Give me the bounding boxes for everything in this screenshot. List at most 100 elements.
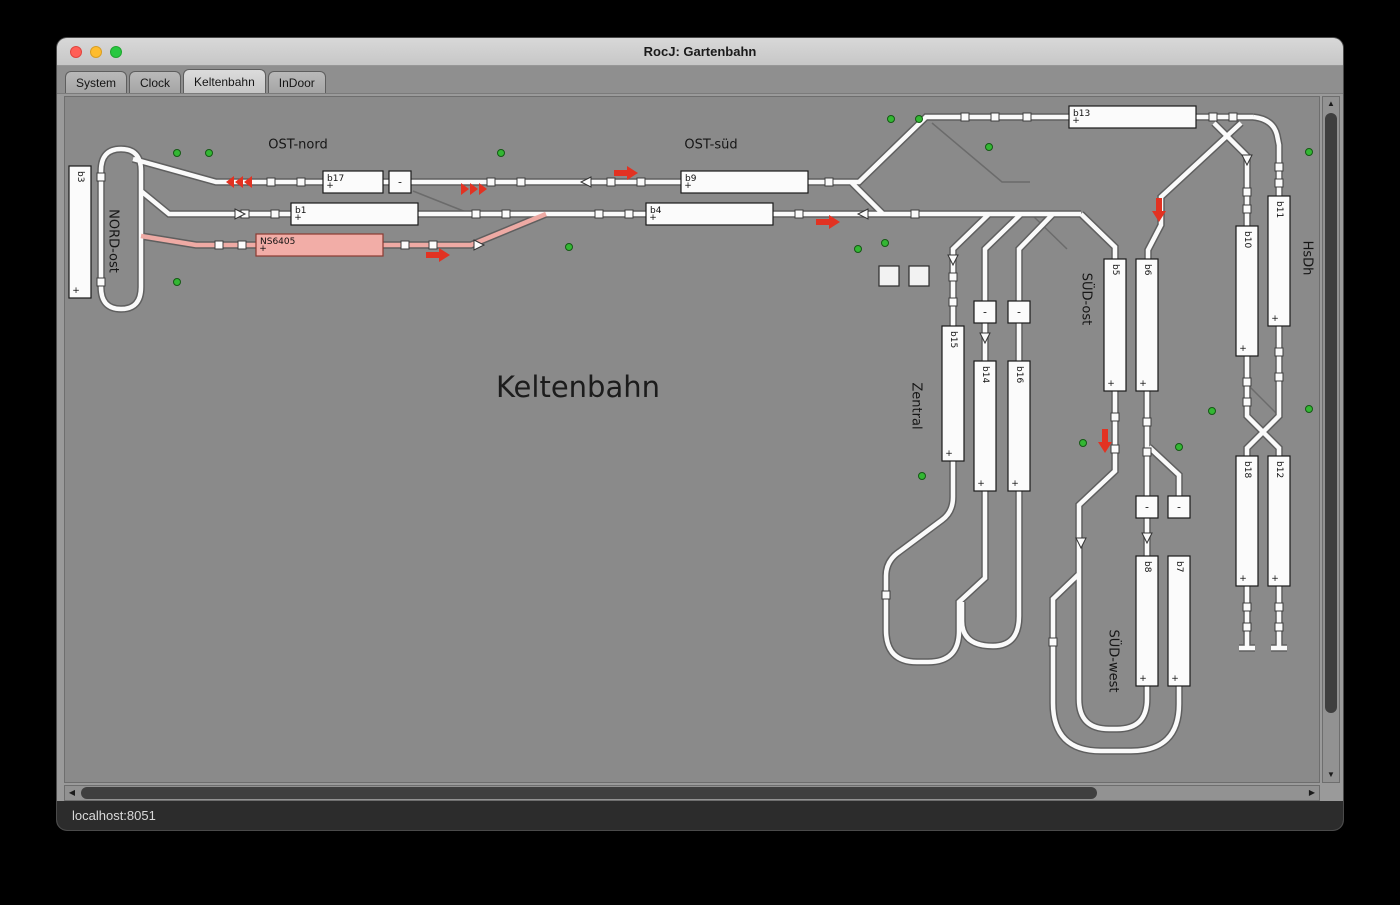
scroll-up-icon[interactable]: ▲ — [1327, 99, 1335, 108]
scroll-down-icon[interactable]: ▼ — [1327, 770, 1335, 779]
vertical-scrollbar[interactable]: ▲ ▼ — [1322, 96, 1340, 783]
plan-title: Keltenbahn — [496, 370, 660, 404]
sensor-dot[interactable] — [1305, 405, 1313, 413]
block-label: b8 — [1142, 561, 1152, 573]
block-b16[interactable]: b16+ — [1007, 360, 1031, 492]
minus-box[interactable]: - — [388, 170, 412, 194]
block-b9[interactable]: b9+ — [680, 170, 809, 194]
signal-arrow-icon[interactable] — [1098, 429, 1112, 453]
sensor-dot[interactable] — [915, 115, 923, 123]
signal-chevron-icon[interactable] — [244, 176, 252, 188]
block-b14[interactable]: b14+ — [973, 360, 997, 492]
sensor-dot[interactable] — [918, 472, 926, 480]
block-label: b1 — [295, 206, 306, 216]
block-plus: + — [326, 181, 334, 191]
switch-arrow-icon[interactable] — [947, 254, 959, 267]
block-b18[interactable]: b18+ — [1235, 455, 1259, 587]
signal-chevron-icon[interactable] — [226, 176, 234, 188]
minus-box[interactable]: - — [1007, 300, 1031, 324]
block-label: b11 — [1274, 201, 1284, 218]
sensor-dot[interactable] — [173, 278, 181, 286]
block-b10[interactable]: b10+ — [1235, 225, 1259, 357]
sensor-dot[interactable] — [1175, 443, 1183, 451]
minus-box[interactable]: - — [1167, 495, 1191, 519]
vertical-scroll-thumb[interactable] — [1325, 113, 1337, 713]
horizontal-scrollbar[interactable]: ◀ ▶ — [64, 785, 1320, 801]
block-b4[interactable]: b4+ — [645, 202, 774, 226]
sensor-dot[interactable] — [173, 149, 181, 157]
block-b12[interactable]: b12+ — [1267, 455, 1291, 587]
panel-square[interactable] — [878, 265, 900, 287]
block-b8[interactable]: b8 + — [1135, 555, 1159, 687]
signal-arrow-icon[interactable] — [816, 215, 840, 229]
track-joint — [824, 177, 834, 187]
sensor-dot[interactable] — [1305, 148, 1313, 156]
tab-indoor[interactable]: InDoor — [267, 71, 326, 93]
sensor-dot[interactable] — [565, 243, 573, 251]
block-b11[interactable]: b11+ — [1267, 195, 1291, 327]
scroll-left-icon[interactable]: ◀ — [68, 788, 76, 797]
track-joint — [1274, 602, 1284, 612]
minus-box[interactable]: - — [973, 300, 997, 324]
block-label: b9 — [685, 174, 697, 184]
track-joint — [501, 209, 511, 219]
switch-arrow-icon[interactable] — [979, 332, 991, 345]
workspace: -----b3+b17+b1+NS6405+b9+b4+b13+b15+b14+… — [57, 94, 1343, 801]
signal-chevron-icon[interactable] — [470, 183, 478, 195]
tab-keltenbahn[interactable]: Keltenbahn — [183, 69, 266, 93]
sensor-dot[interactable] — [854, 245, 862, 253]
switch-arrow-icon[interactable] — [473, 239, 486, 251]
panel-square[interactable] — [908, 265, 930, 287]
block-label: b13 — [1073, 109, 1090, 119]
signal-arrow-icon[interactable] — [1152, 198, 1166, 222]
track-joint — [237, 240, 247, 250]
track-plan-canvas[interactable]: -----b3+b17+b1+NS6405+b9+b4+b13+b15+b14+… — [64, 96, 1320, 783]
region-label: Zentral — [909, 382, 924, 429]
switch-arrow-icon[interactable] — [234, 208, 247, 220]
signal-chevron-icon[interactable] — [235, 176, 243, 188]
sensor-dot[interactable] — [497, 149, 505, 157]
block-b5[interactable]: b5+ — [1103, 258, 1127, 392]
track-joint — [1022, 112, 1032, 122]
block-b15[interactable]: b15+ — [941, 325, 965, 462]
sensor-dot[interactable] — [887, 115, 895, 123]
horizontal-scroll-thumb[interactable] — [81, 787, 1097, 799]
scroll-right-icon[interactable]: ▶ — [1308, 788, 1316, 797]
minus-box[interactable]: - — [1135, 495, 1159, 519]
block-b3[interactable]: b3+ — [68, 165, 92, 299]
sensor-dot[interactable] — [1079, 439, 1087, 447]
switch-arrow-icon[interactable] — [579, 176, 592, 188]
block-plus: + — [1139, 674, 1147, 684]
switch-arrow-icon[interactable] — [1075, 537, 1087, 550]
track-joint — [1142, 417, 1152, 427]
switch-arrow-icon[interactable] — [856, 208, 869, 220]
signal-chevron-icon[interactable] — [479, 183, 487, 195]
zoom-button[interactable] — [110, 45, 122, 58]
signal-arrow-icon[interactable] — [426, 248, 450, 262]
track-joint — [1208, 112, 1218, 122]
signal-arrow-icon[interactable] — [614, 166, 638, 180]
block-label: b5 — [1110, 264, 1120, 275]
block-label: b14 — [980, 366, 990, 383]
signal-chevron-icon[interactable] — [461, 183, 469, 195]
sensor-dot[interactable] — [985, 143, 993, 151]
block-b13[interactable]: b13+ — [1068, 105, 1197, 129]
sensor-dot[interactable] — [881, 239, 889, 247]
tab-system[interactable]: System — [65, 71, 128, 93]
block-b1[interactable]: b1+ — [290, 202, 419, 226]
block-b7[interactable]: b7+ — [1167, 555, 1191, 687]
switch-arrow-icon[interactable] — [1141, 532, 1153, 545]
block-b17[interactable]: b17+ — [322, 170, 384, 194]
title-bar[interactable]: RocJ: Gartenbahn — [57, 38, 1343, 66]
switch-arrow-icon[interactable] — [1241, 154, 1253, 167]
block-NS6405[interactable]: NS6405+ — [255, 233, 384, 257]
sensor-dot[interactable] — [205, 149, 213, 157]
minimize-button[interactable] — [90, 45, 102, 58]
block-b6[interactable]: b6+ — [1135, 258, 1159, 392]
block-plus: + — [259, 244, 267, 254]
sensor-dot[interactable] — [1208, 407, 1216, 415]
close-button[interactable] — [70, 45, 82, 58]
tab-clock[interactable]: Clock — [129, 71, 182, 93]
block-label: b12 — [1274, 461, 1284, 478]
